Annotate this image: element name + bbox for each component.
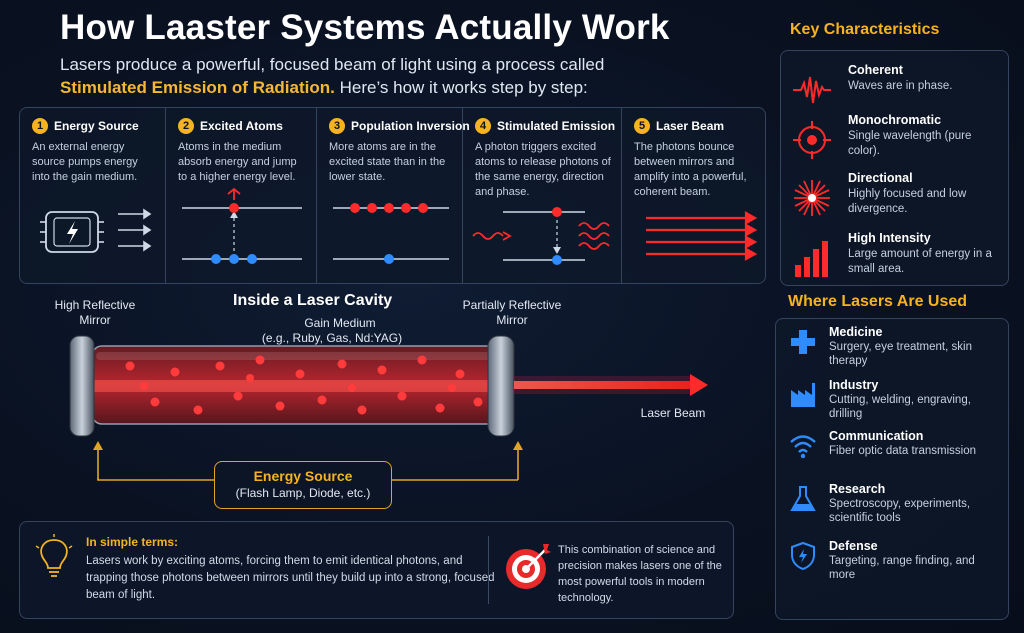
mirror-right-label: Partially Reflective Mirror: [462, 298, 562, 327]
steps-panel: 1 Energy Source An external energy source…: [19, 107, 766, 284]
where-used-panel: Medicine Surgery, eye treatment, skin th…: [775, 318, 1009, 620]
step-excited-atoms: 2 Excited Atoms Atoms in the medium absor…: [165, 108, 317, 283]
intro-line1: Lasers produce a powerful, focused beam …: [60, 55, 605, 74]
use-industry: Industry Cutting, welding, engraving, dr…: [776, 378, 1008, 430]
step-title: Stimulated Emission: [497, 119, 616, 133]
intro-line2: Here’s how it works step by step:: [334, 78, 588, 97]
use-desc: Fiber optic data transmission: [829, 445, 977, 457]
step-description: An external energy source pumps energy i…: [32, 141, 138, 183]
use-desc: Spectroscopy, experiments, scientific to…: [829, 498, 971, 524]
use-name: Defense: [829, 539, 878, 553]
use-name: Industry: [829, 378, 879, 392]
wifi-icon: [790, 435, 816, 459]
target-icon: [506, 544, 551, 589]
characteristic-desc: Single wavelength (pure color).: [848, 130, 972, 157]
step-title: Energy Source: [54, 119, 139, 133]
simple-terms-text: Lasers work by exciting atoms, forcing t…: [86, 555, 495, 601]
simple-terms-side-text: This combination of science and precisio…: [558, 544, 722, 604]
step-title: Excited Atoms: [200, 119, 283, 133]
cavity-title: Inside a Laser Cavity: [233, 292, 393, 309]
medical-cross-icon: [791, 330, 815, 354]
characteristic-name: Coherent: [848, 63, 903, 77]
beam-arrows-icon: [646, 211, 758, 261]
where-used-title: Where Lasers Are Used: [788, 293, 968, 310]
gain-medium-examples: (e.g., Ruby, Gas, Nd:YAG): [261, 331, 403, 345]
characteristic-desc: Large amount of energy in a small area.: [848, 248, 992, 275]
step-description: Atoms in the medium absorb energy and ju…: [178, 141, 297, 183]
target-icon: [793, 121, 831, 159]
energy-source-sub: (Flash Lamp, Diode, etc.): [235, 486, 371, 500]
characteristic-desc: Waves are in phase.: [848, 80, 953, 92]
divider: [488, 536, 489, 604]
laser-beam-label: Laser Beam: [640, 406, 706, 420]
step-number: 2: [178, 118, 194, 134]
step-description: A photon triggers excited atoms to relea…: [475, 141, 611, 198]
step-stimulated-emission: 4 Stimulated Emission A photon triggers e…: [462, 108, 622, 283]
characteristic-high-intensity: High Intensity Large amount of energy in…: [781, 231, 1008, 283]
emission-diagram: [472, 207, 610, 265]
laser-cavity-diagram: [69, 335, 708, 481]
high-reflective-mirror: [69, 335, 95, 437]
step-description: More atoms are in the excited state than…: [329, 141, 446, 183]
step-number: 5: [634, 118, 650, 134]
step-title: Laser Beam: [656, 119, 725, 133]
step-energy-source: 1 Energy Source An external energy source…: [20, 108, 165, 283]
use-defense: Defense Targeting, range finding, and mo…: [776, 539, 1008, 591]
simple-terms-heading: In simple terms:: [86, 535, 179, 549]
step-number: 4: [475, 118, 491, 134]
output-beam: [514, 381, 694, 389]
partial-reflective-mirror: [487, 335, 515, 437]
step-number: 1: [32, 118, 48, 134]
step-population-inversion: 3 Population Inversion More atoms are in …: [316, 108, 470, 283]
use-research: Research Spectroscopy, experiments, scie…: [776, 482, 1008, 534]
characteristic-name: Directional: [848, 171, 913, 185]
characteristic-coherent: Coherent Waves are in phase.: [781, 63, 1008, 115]
energy-source-box: Energy Source (Flash Lamp, Diode, etc.): [214, 461, 392, 509]
use-desc: Cutting, welding, engraving, drilling: [829, 394, 971, 420]
gain-medium-label: Gain Medium: [304, 316, 376, 330]
use-name: Medicine: [829, 325, 883, 339]
key-characteristics-panel: Coherent Waves are in phase. Monochromat…: [780, 50, 1009, 286]
characteristic-monochromatic: Monochromatic Single wavelength (pure co…: [781, 113, 1008, 165]
excited-atoms: [125, 355, 483, 415]
use-name: Communication: [829, 429, 924, 443]
flask-icon: [790, 486, 816, 511]
characteristic-desc: Highly focused and low divergence.: [848, 188, 967, 215]
step-description: The photons bounce between mirrors and a…: [634, 141, 747, 198]
use-desc: Surgery, eye treatment, skin therapy: [829, 341, 972, 367]
bars-icon: [795, 241, 828, 277]
characteristic-directional: Directional Highly focused and low diver…: [781, 171, 1008, 223]
use-medicine: Medicine Surgery, eye treatment, skin th…: [776, 325, 1008, 377]
burst-icon: [794, 180, 830, 216]
excitation-diagram: [182, 187, 302, 264]
characteristic-name: Monochromatic: [848, 113, 942, 127]
battery-icon: [40, 208, 152, 253]
energy-source-title: Energy Source: [253, 468, 353, 484]
simple-terms-panel: In simple terms: Lasers work by exciting…: [19, 521, 734, 619]
inversion-diagram: [333, 203, 449, 264]
wave-icon: [793, 76, 831, 104]
mirror-left-label: High Reflective Mirror: [54, 298, 136, 327]
key-characteristics-title: Key Characteristics: [790, 21, 940, 38]
use-communication: Communication Fiber optic data transmiss…: [776, 429, 1008, 481]
step-laser-beam: 5 Laser Beam The photons bounce between m…: [621, 108, 766, 283]
characteristic-name: High Intensity: [848, 231, 931, 245]
step-number: 3: [329, 118, 345, 134]
intro-highlight: Stimulated Emission of Radiation.: [60, 78, 335, 97]
use-name: Research: [829, 482, 886, 496]
use-desc: Targeting, range finding, and more: [829, 555, 975, 581]
shield-icon: [791, 541, 815, 571]
factory-icon: [791, 383, 815, 407]
intro-text: Lasers produce a powerful, focused beam …: [60, 53, 750, 99]
lightbulb-icon: [35, 534, 73, 577]
page-title: How Laaster Systems Actually Work: [60, 8, 670, 47]
step-title: Population Inversion: [351, 119, 470, 133]
